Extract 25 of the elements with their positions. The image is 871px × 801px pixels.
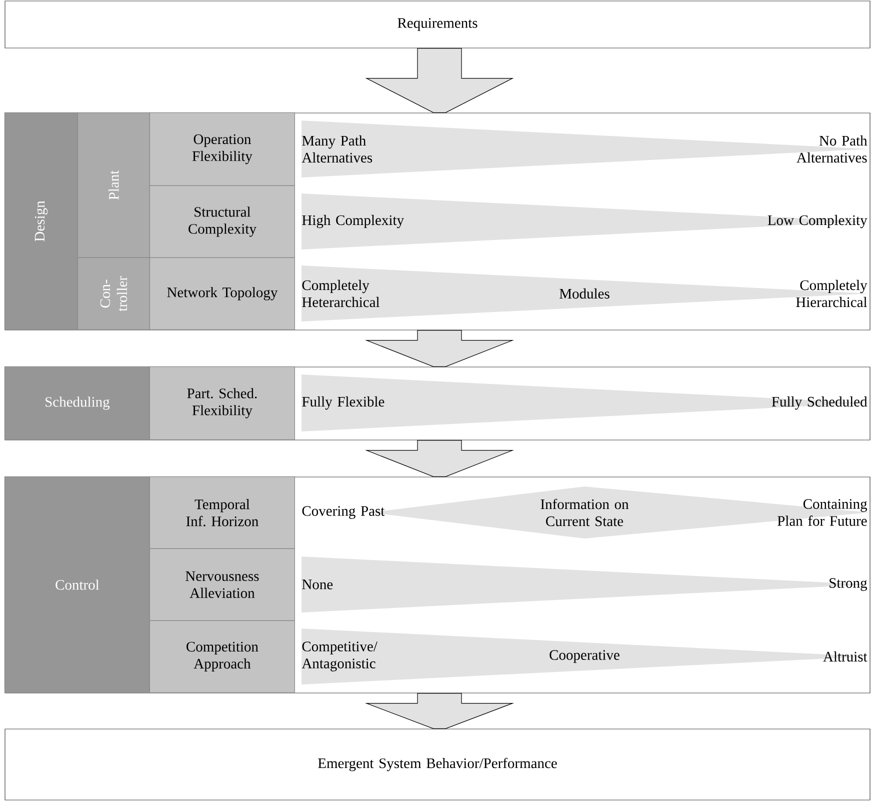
scale-wedge: Competitive/ Antagonistic Cooperative Altruist <box>302 628 870 684</box>
subcategory-cell: Con- troller <box>77 257 150 330</box>
node-label: Covering Past <box>302 506 385 519</box>
category-cell: Scheduling <box>4 366 150 440</box>
category-cell: Design <box>4 112 78 330</box>
criterion-cell: Competition Approach <box>149 620 295 693</box>
criterion-cell: Structural Complexity <box>149 185 295 258</box>
criterion-cell: Nervousness Alleviation <box>149 548 295 621</box>
stage-box: Requirements <box>4 0 870 48</box>
block-arrow <box>364 440 514 477</box>
criterion-cell: Temporal Inf. Horizon <box>149 476 295 549</box>
criterion-cell: Network Topology <box>149 257 295 330</box>
scale-wedge: High Complexity Low Complexity <box>302 194 870 250</box>
category-cell: Control <box>4 476 150 693</box>
scale-wedge: None Strong <box>302 556 870 612</box>
scale-wedge: Many Path Alternatives No Path Alternatives <box>302 120 870 178</box>
scale-wedge: Fully Flexible Fully Scheduled <box>302 374 870 432</box>
block-arrow <box>364 330 514 367</box>
criterion-cell: Operation Flexibility <box>149 112 295 186</box>
block-arrow <box>365 48 514 113</box>
scale-wedge: Covering Past Information on Current State Containing Plan for Future <box>302 486 870 538</box>
criterion-cell: Part. Sched. Flexibility <box>149 366 295 440</box>
block-arrow <box>364 693 514 729</box>
stage-box: Emergent System Behavior/Performance <box>4 728 870 800</box>
scale-wedge: Completely Heterarchical Modules Completely Hierarchical <box>302 266 870 322</box>
